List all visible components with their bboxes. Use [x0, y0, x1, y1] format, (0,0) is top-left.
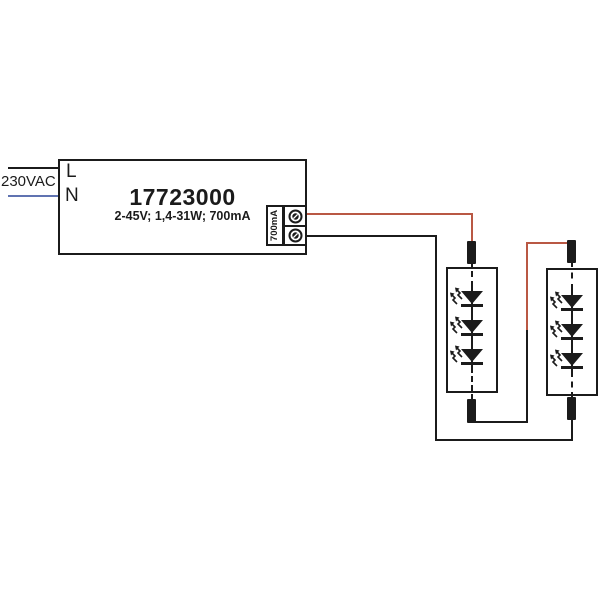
led-cathode-bar [561, 366, 583, 369]
emission-arrow-head [450, 292, 455, 298]
led-cathode-bar [561, 308, 583, 311]
emission-arrow-head [455, 345, 460, 351]
output-terminal-minus [285, 227, 305, 244]
emission-arrow-icon [455, 317, 463, 329]
module2-top-pin [567, 240, 576, 263]
output-current-label: 700mA [269, 209, 281, 242]
output-current-label-box: 700mA [266, 205, 284, 246]
led-cathode-bar [461, 333, 483, 336]
emission-arrow-icon [455, 346, 463, 358]
series-link-black-horizontal [470, 421, 528, 423]
emission-arrow-icon [555, 292, 563, 304]
module2-led-strip [546, 289, 590, 373]
module1-bottom-pin [467, 399, 476, 423]
screw-terminal-icon [288, 209, 302, 223]
emission-arrow-head [555, 320, 560, 326]
module1-top-pin [467, 241, 476, 264]
led-icon [450, 316, 483, 336]
series-link-black-vertical [526, 330, 528, 423]
emission-arrow-head [550, 325, 555, 331]
module2-axis-dash-bottom [571, 371, 573, 398]
led-module-1 [446, 267, 498, 393]
led-icon [550, 349, 583, 369]
led-triangle [461, 349, 483, 362]
neutral-terminal-label: N [65, 185, 79, 206]
live-terminal-label: L [66, 161, 77, 182]
emission-arrow-icon [550, 355, 558, 367]
emission-arrow-head [455, 287, 460, 293]
emission-arrow-head [550, 354, 555, 360]
output-wire-black-rise-module2 [571, 418, 573, 441]
led-triangle [461, 291, 483, 304]
led-icon [450, 345, 483, 365]
led-triangle [561, 324, 583, 337]
emission-arrow-head [555, 349, 560, 355]
led-triangle [561, 353, 583, 366]
led-icon [550, 320, 583, 340]
mains-live-wire [8, 167, 58, 169]
module2-bottom-pin [567, 397, 576, 420]
module1-led-strip [446, 285, 490, 369]
emission-arrow-icon [550, 326, 558, 338]
emission-arrow-head [455, 316, 460, 322]
emission-arrow-head [450, 321, 455, 327]
emission-arrow-icon [555, 350, 563, 362]
led-triangle [461, 320, 483, 333]
module1-axis-dash-bottom [471, 367, 473, 400]
led-cathode-bar [461, 362, 483, 365]
screw-terminal-icon [288, 228, 302, 243]
emission-arrow-icon [450, 322, 458, 334]
output-wire-black-bottom-run [435, 439, 573, 441]
output-wire-red-horizontal [307, 213, 473, 215]
emission-arrow-head [550, 296, 555, 302]
led-cathode-bar [461, 304, 483, 307]
emission-arrow-icon [555, 321, 563, 333]
led-icon [550, 291, 583, 311]
driver-model-number: 17723000 [129, 184, 236, 210]
emission-arrow-icon [455, 288, 463, 300]
output-wire-red-drop [471, 213, 473, 243]
led-icon [450, 287, 483, 307]
output-terminal-block [283, 205, 307, 246]
emission-arrow-icon [450, 293, 458, 305]
mains-neutral-wire [8, 195, 58, 197]
module2-axis-dash-top [571, 261, 573, 290]
led-driver-box [58, 159, 307, 255]
output-wire-black-drop [435, 235, 437, 441]
series-link-red-horizontal [526, 242, 573, 244]
mains-voltage-label: 230VAC [1, 173, 56, 190]
emission-arrow-icon [450, 351, 458, 363]
series-link-red-vertical [526, 242, 528, 330]
driver-specs: 2-45V; 1,4-31W; 700mA [114, 209, 251, 223]
module1-axis-dash-top [471, 261, 473, 287]
led-module-2 [546, 268, 598, 396]
led-cathode-bar [561, 337, 583, 340]
emission-arrow-head [555, 291, 560, 297]
emission-arrow-icon [550, 297, 558, 309]
output-terminal-plus [285, 207, 305, 227]
emission-arrow-head [450, 350, 455, 356]
output-wire-black-horizontal [307, 235, 437, 237]
led-triangle [561, 295, 583, 308]
